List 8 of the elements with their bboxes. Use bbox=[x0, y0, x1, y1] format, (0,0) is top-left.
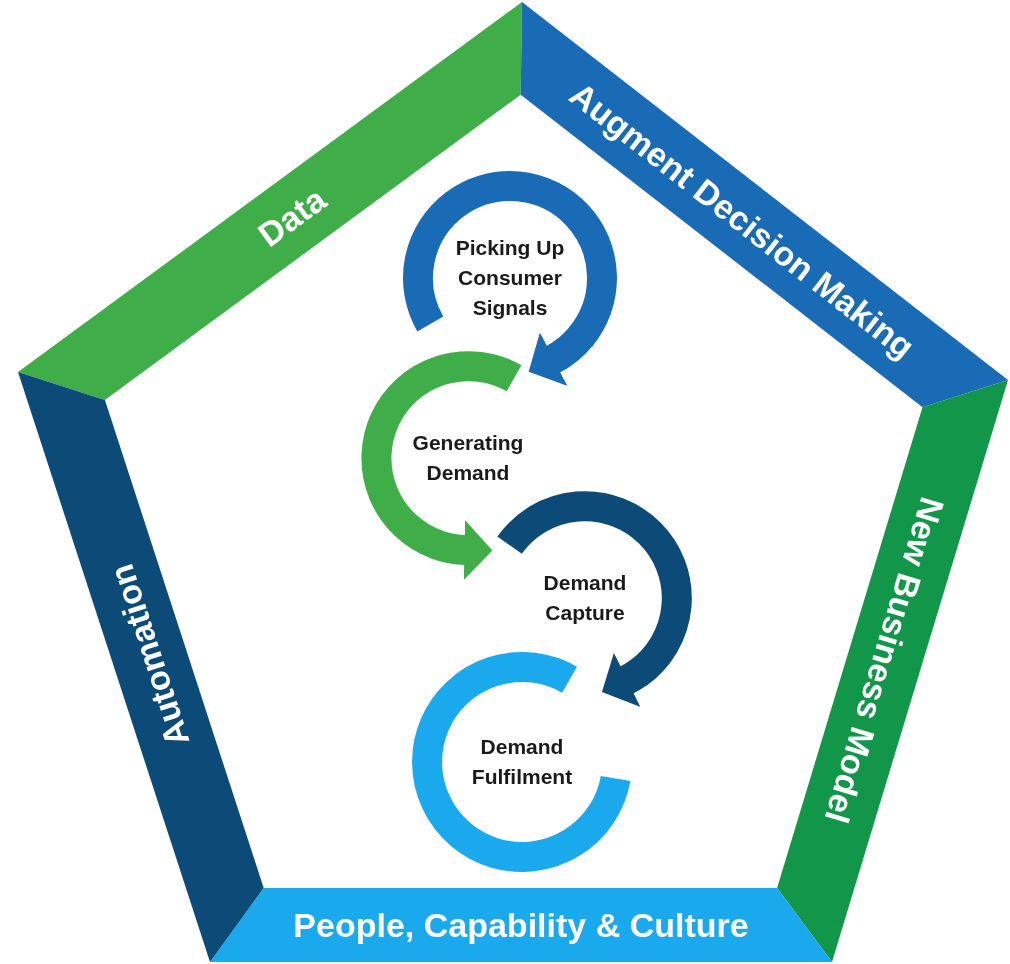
step-label: Picking Up Consumer Signals bbox=[454, 235, 566, 321]
step-label: Generating Demand bbox=[411, 430, 525, 486]
arrow bbox=[529, 325, 593, 385]
arrow bbox=[430, 519, 493, 580]
step-label: Demand Fulfilment bbox=[470, 734, 574, 790]
band-label: Data bbox=[250, 178, 334, 255]
step-label: Demand Capture bbox=[542, 570, 628, 626]
arrow bbox=[602, 653, 648, 707]
